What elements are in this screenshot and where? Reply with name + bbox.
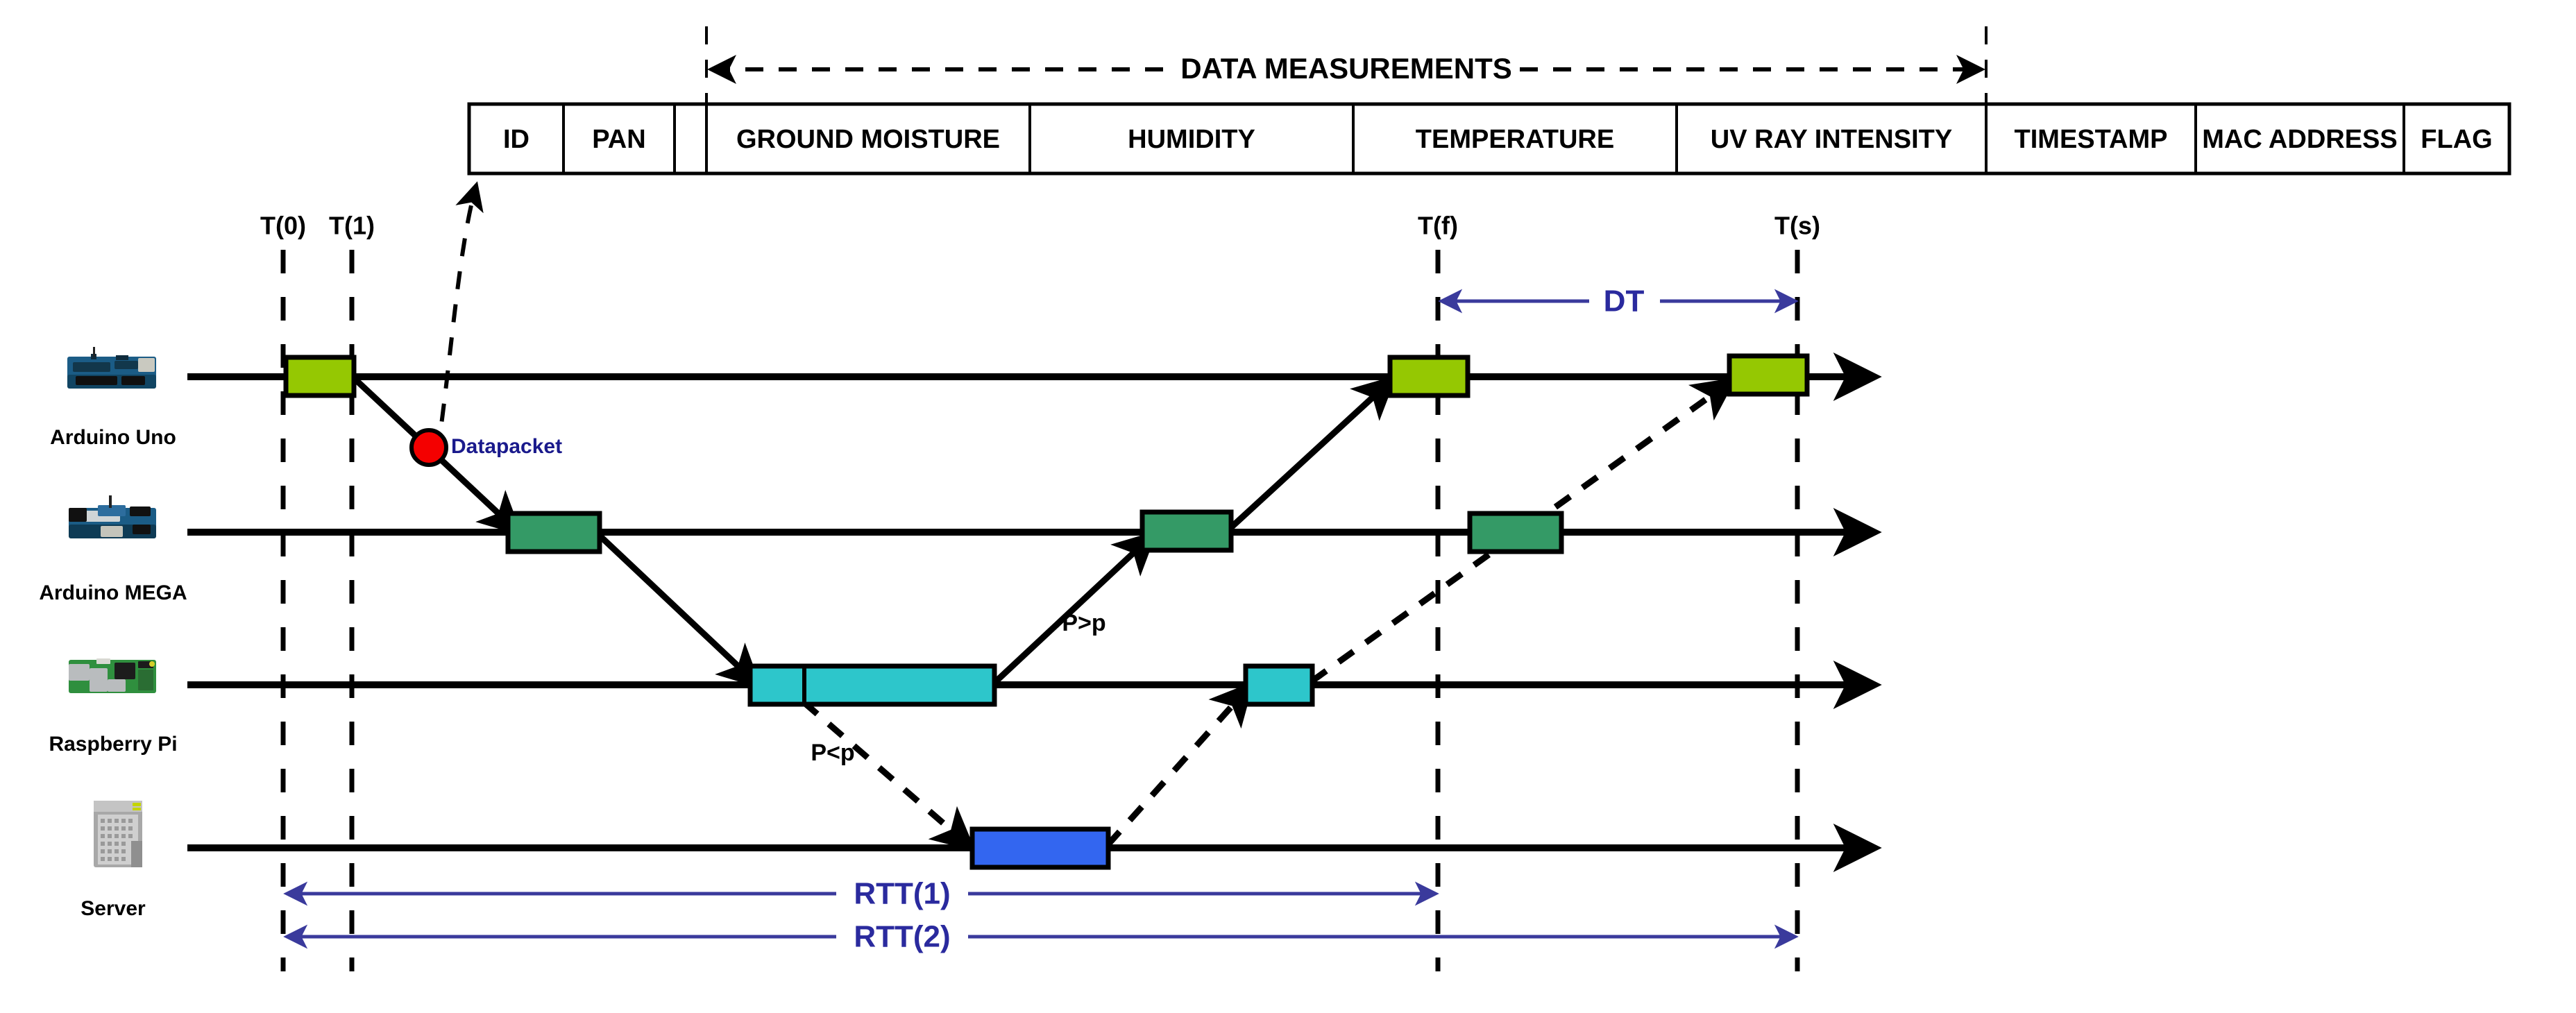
node-label-server: Server <box>80 897 146 920</box>
message-rpi-to-server <box>802 699 976 851</box>
lane-timelines <box>187 352 1882 872</box>
message-mega-to-rpi <box>595 531 762 689</box>
raspberry-pi-board-icon <box>69 658 156 693</box>
activity-boxes <box>283 353 1810 870</box>
column-header-timestamp: TIMESTAMP <box>2015 125 2168 154</box>
condition-label-p-greater: P>p <box>1062 610 1105 636</box>
column-header-uv-ray-intensity: UV RAY INTENSITY <box>1711 125 1952 154</box>
condition-label-p-less: P<p <box>811 740 854 766</box>
activity-box-server-process <box>969 826 1111 870</box>
activity-box-rpi-ack <box>1243 663 1315 707</box>
time-marker-labels: T(0) T(1) T(f) T(s) <box>260 212 1820 240</box>
rtt2-label: RTT(2) <box>854 920 950 954</box>
column-header-mac-address: MAC ADDRESS <box>2202 125 2398 154</box>
datapacket-marker-group: Datapacket <box>409 428 562 467</box>
node-label-arduino-mega: Arduino MEGA <box>39 581 187 604</box>
measurement-dt: DT <box>1438 284 1799 318</box>
arduino-uno-board-icon <box>67 347 156 389</box>
data-measurements-label: DATA MEASUREMENTS <box>1180 52 1512 85</box>
node-raspberry-pi: Raspberry Pi <box>49 658 178 756</box>
node-arduino-mega: Arduino MEGA <box>39 495 187 604</box>
node-label-arduino-uno: Arduino Uno <box>50 426 176 449</box>
activity-box-uno-send <box>283 355 357 398</box>
measurement-rtt1: RTT(1) <box>283 877 1439 911</box>
dt-label: DT <box>1604 284 1645 318</box>
server-rack-icon <box>94 801 142 867</box>
message-server-to-rpi <box>1105 681 1255 848</box>
packet-table-header-row: ID PAN GROUND MOISTURE HUMIDITY TEMPERAT… <box>503 125 2493 154</box>
packet-table-frame <box>467 102 2511 176</box>
column-header-humidity: HUMIDITY <box>1128 125 1255 154</box>
column-header-pan: PAN <box>592 125 645 154</box>
node-label-raspberry-pi: Raspberry Pi <box>49 733 177 756</box>
activity-box-uno-recv-first <box>1387 355 1471 398</box>
message-rpi-to-mega <box>991 530 1158 686</box>
node-server: Server <box>80 801 146 920</box>
time-label-ts: T(s) <box>1774 212 1820 240</box>
datapacket-label: Datapacket <box>451 435 562 458</box>
time-label-t0: T(0) <box>260 212 306 240</box>
activity-box-rpi-process <box>747 663 997 707</box>
measurement-rtt2: RTT(2) <box>283 920 1799 954</box>
column-header-id: ID <box>503 125 529 154</box>
column-header-temperature: TEMPERATURE <box>1416 125 1614 154</box>
data-measurements-annotation: DATA MEASUREMENTS <box>705 26 1988 104</box>
packet-callout-curve <box>435 181 484 455</box>
node-arduino-uno: Arduino Uno <box>50 347 176 449</box>
packet-table-dividers <box>562 104 2405 173</box>
activity-box-mega-recv <box>505 511 602 554</box>
message-mega-to-uno <box>1227 375 1397 531</box>
time-label-tf: T(f) <box>1418 212 1458 240</box>
activity-box-uno-recv-second <box>1727 353 1810 397</box>
rtt1-label: RTT(1) <box>854 877 950 911</box>
activity-box-mega-late <box>1467 511 1564 554</box>
activity-box-mega-relay <box>1139 509 1234 553</box>
datapacket-marker-icon <box>409 428 448 467</box>
column-header-flag: FLAG <box>2421 125 2492 154</box>
column-header-ground-moisture: GROUND MOISTURE <box>736 125 1000 154</box>
arduino-mega-board-icon <box>69 495 156 538</box>
packet-table: ID PAN GROUND MOISTURE HUMIDITY TEMPERAT… <box>467 102 2511 176</box>
time-label-t1: T(1) <box>329 212 375 240</box>
